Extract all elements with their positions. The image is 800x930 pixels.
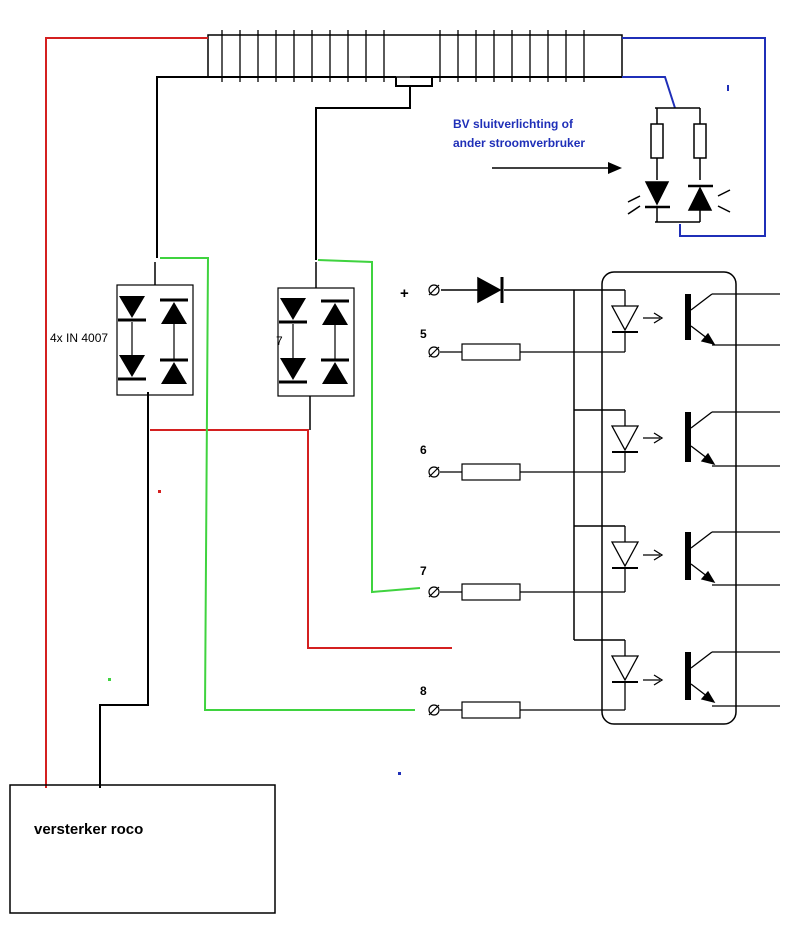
optocoupler-block — [601, 271, 737, 725]
plus-sign: + — [400, 285, 409, 302]
bridge-rectifier-2 — [277, 262, 355, 430]
input-8-label: 8 — [420, 684, 427, 698]
bridge2-mark: 7 — [276, 334, 283, 348]
amplifier-label: versterker roco — [34, 821, 143, 838]
input-5-label: 5 — [420, 327, 427, 341]
input-7-label: 7 — [420, 564, 427, 578]
amplifier-box — [9, 784, 276, 914]
red-wires — [45, 37, 452, 788]
note-line-2: ander stroomverbruker — [453, 136, 585, 150]
optocoupler-4 — [610, 640, 780, 710]
note-line-1: BV sluitverlichting of — [453, 117, 574, 131]
input-section — [441, 276, 625, 641]
terminal-strip — [207, 30, 623, 82]
bridge-rectifier-1 — [116, 262, 194, 402]
note-arrow — [492, 162, 622, 174]
diode-type-label: 4x IN 4007 — [50, 331, 108, 345]
optocoupler-3 — [610, 526, 780, 592]
optocoupler-2 — [610, 410, 780, 472]
input-terminals — [428, 284, 440, 716]
green-wires — [160, 257, 421, 711]
stray-dots — [108, 490, 401, 775]
resistors — [440, 343, 625, 719]
input-6-label: 6 — [420, 443, 427, 457]
optocoupler-1 — [610, 290, 780, 352]
led-load — [627, 107, 731, 223]
black-wires — [99, 76, 433, 788]
blue-wires — [622, 37, 766, 237]
